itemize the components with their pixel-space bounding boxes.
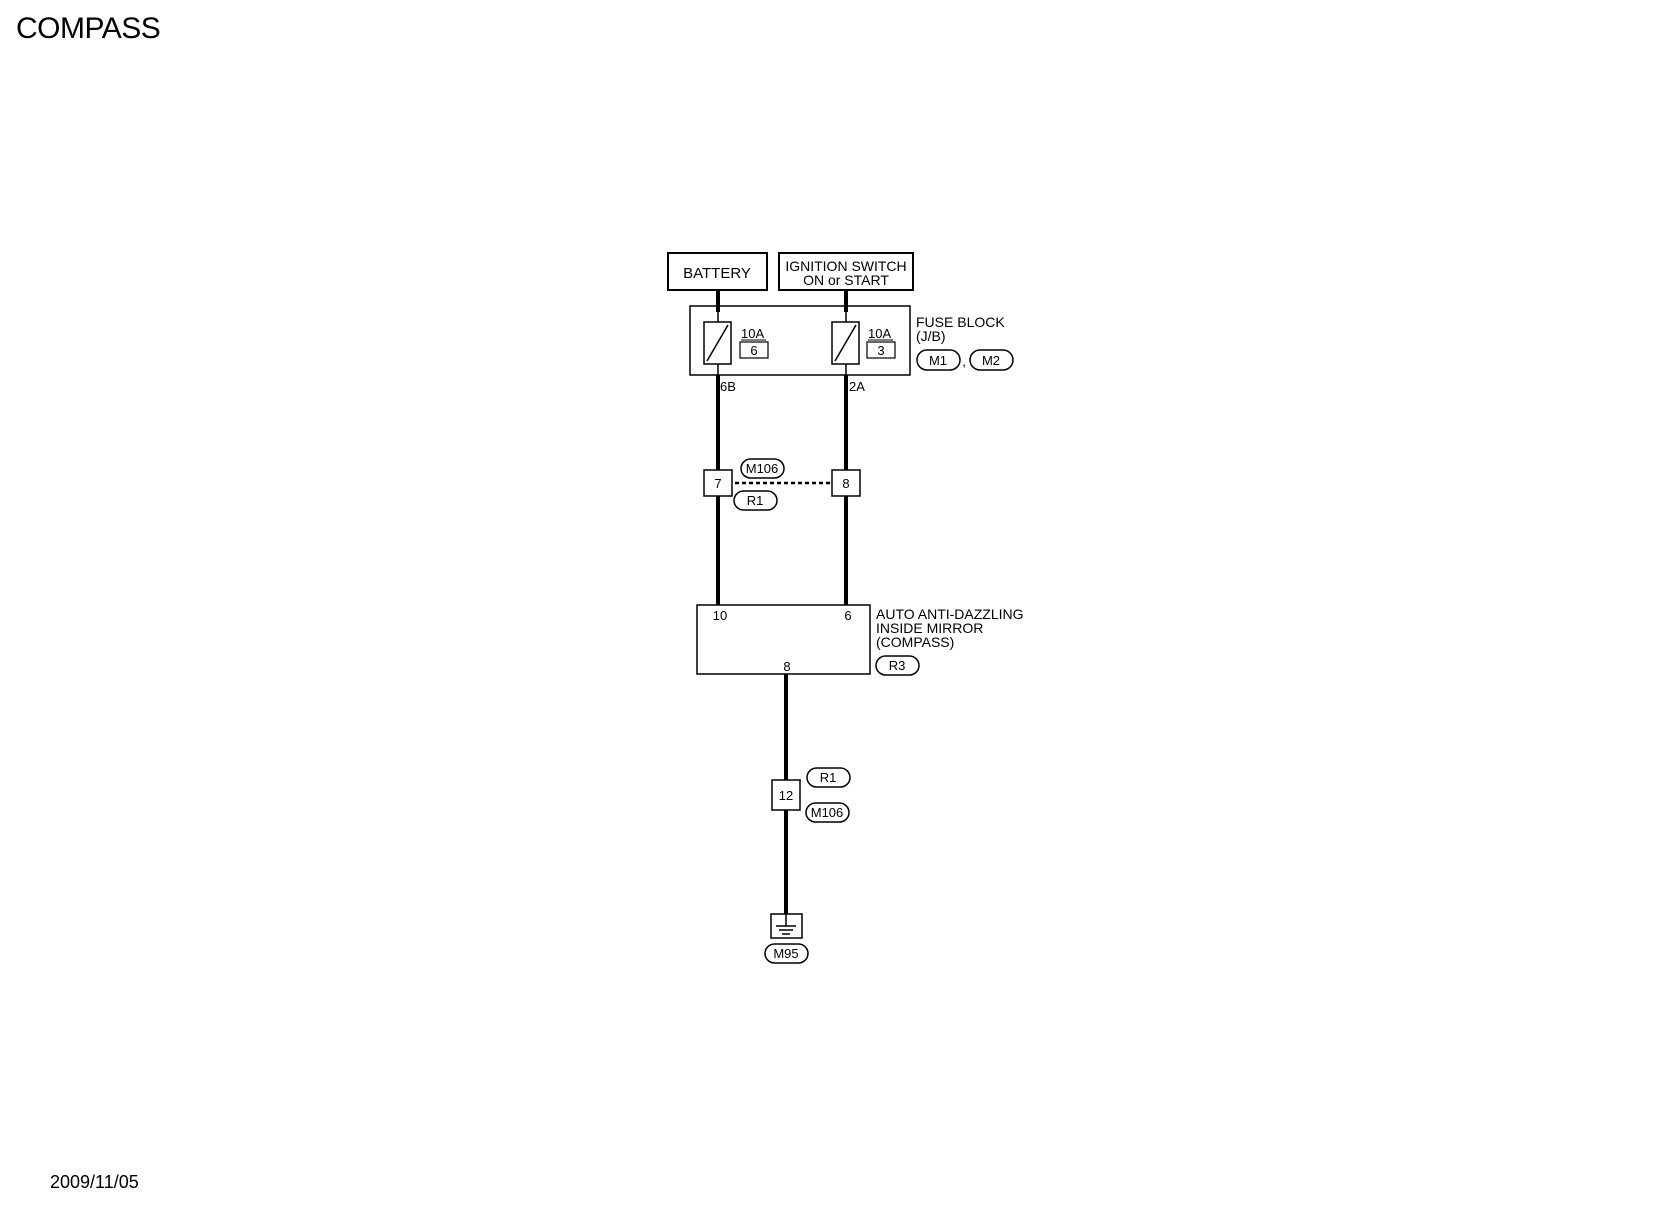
fuse-block-connector-b: M2 (982, 353, 1000, 368)
mirror-pin-right: 6 (844, 608, 851, 623)
junction2-pin: 12 (779, 788, 793, 803)
ground-symbol: M95 (764, 913, 809, 964)
fuse-block-connector-a-badge (916, 349, 961, 371)
page-date: 2009/11/05 (50, 1172, 139, 1192)
junction2-connector-bottom-badge (805, 802, 850, 823)
battery-label: BATTERY (683, 265, 751, 282)
ground-connector: M95 (773, 946, 798, 961)
fuse-left-number: 6 (750, 343, 757, 358)
mirror-label-line1: AUTO ANTI-DAZZLING (876, 606, 1024, 622)
ignition-switch-box: IGNITION SWITCH ON or START (778, 252, 914, 291)
junction2-connector-top-badge (806, 767, 851, 788)
junction2-connector-top: R1 (820, 770, 837, 785)
junction2-connector-bottom: M106 (811, 805, 844, 820)
mirror-pin-left: 10 (713, 608, 727, 623)
ignition-label-line2: ON or START (803, 272, 889, 288)
fuse-block-label-line1: FUSE BLOCK (916, 314, 1005, 330)
junction1-connector-top: M106 (746, 461, 779, 476)
mirror-pin-bottom: 8 (783, 659, 790, 674)
fuse-left: 10A 6 6B (703, 321, 769, 394)
fuse-block-outline (689, 305, 911, 376)
junction-connector-1: M106 7 8 R1 (703, 458, 861, 511)
fuse-block-connector-a: M1 (929, 353, 947, 368)
mirror-label-line2: INSIDE MIRROR (876, 620, 983, 636)
mirror-label-line3: (COMPASS) (876, 634, 954, 650)
fuse-left-terminal: 6B (720, 379, 736, 394)
ignition-label-line1: IGNITION SWITCH (785, 258, 906, 274)
mirror-connector: R3 (889, 658, 906, 673)
battery-box: BATTERY (667, 252, 768, 291)
fuse-block-separator: , (962, 354, 966, 369)
fuse-right-rating: 10A (868, 326, 891, 341)
junction1-connector-top-badge (740, 458, 785, 479)
junction1-left-pin: 7 (714, 476, 721, 491)
fuse-right: 10A 3 2A (831, 321, 896, 394)
fuse-right-number: 3 (877, 343, 884, 358)
mirror-module: 10 6 8 AUTO ANTI-DAZZLING INSIDE MIRROR … (696, 604, 1024, 676)
fuse-block-connector-b-badge (969, 349, 1014, 371)
fuse-block-label-line2: (J/B) (916, 328, 946, 344)
junction1-right-pin: 8 (842, 476, 849, 491)
fuse-left-rating: 10A (741, 326, 764, 341)
mirror-connector-badge (875, 655, 920, 676)
wires (716, 290, 848, 914)
junction-connector-2: R1 12 M106 (771, 767, 851, 823)
page-title: COMPASS (16, 12, 161, 45)
fuse-block: 10A 6 6B 10A 3 2A FUSE BLOCK (J/B) M1 , … (689, 305, 1014, 394)
ground-connector-badge (764, 943, 809, 964)
fuse-right-terminal: 2A (849, 379, 865, 394)
junction1-connector-bottom: R1 (747, 493, 764, 508)
mirror-module-box (696, 604, 871, 675)
junction1-connector-bottom-badge (733, 490, 778, 511)
